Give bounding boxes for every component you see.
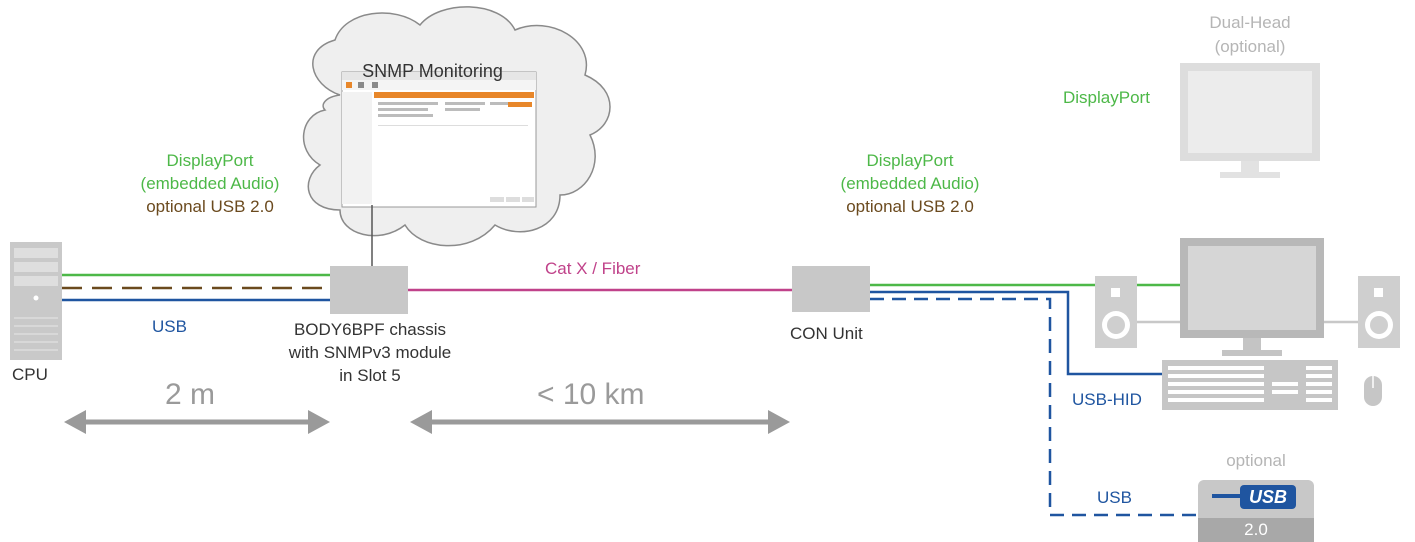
right-usb-label: USB — [1097, 488, 1132, 507]
distance-left-label: 2 m — [165, 378, 216, 411]
right-speaker — [1358, 276, 1400, 348]
usb-hid-label: USB-HID — [1072, 390, 1142, 409]
main-monitor — [1180, 238, 1324, 356]
usb-device-caption: optional — [1226, 451, 1286, 470]
left-usb-label: USB — [152, 317, 187, 336]
usb-hid-cable — [870, 290, 1162, 376]
distance-arrow-right — [410, 410, 790, 434]
chassis-label-line3: in Slot 5 — [339, 366, 401, 385]
cable-label: Cat X / Fiber — [545, 259, 641, 278]
right-usb-optional-label: optional USB 2.0 — [846, 197, 974, 216]
con-unit-label: CON Unit — [790, 324, 863, 343]
left-audio-label: (embedded Audio) — [140, 174, 280, 193]
chassis-label-line2: with SNMPv3 module — [288, 343, 452, 362]
chassis-label-line1: BODY6BPF chassis — [293, 320, 447, 339]
left-usb-optional-label: optional USB 2.0 — [146, 197, 274, 216]
usb-version-label: 2.0 — [1244, 520, 1268, 539]
right-audio-label: (embedded Audio) — [840, 174, 980, 193]
left-displayport-label: DisplayPort — [166, 151, 254, 170]
dual-head-label-line1: Dual-Head — [1209, 13, 1291, 32]
dual-head-displayport-label: DisplayPort — [1063, 88, 1150, 107]
distance-right-label: < 10 km — [537, 378, 645, 411]
left-speaker — [1095, 276, 1137, 348]
usb-logo-text: USB — [1248, 487, 1287, 507]
dual-head-label-line2: (optional) — [1214, 37, 1286, 56]
right-displayport-label: DisplayPort — [866, 151, 954, 170]
cpu-label: CPU — [12, 365, 48, 384]
chassis-box — [330, 266, 408, 314]
keyboard — [1162, 360, 1338, 410]
cpu-tower — [10, 242, 62, 360]
distance-arrow-left — [64, 410, 330, 434]
snmp-software-screenshot — [341, 71, 537, 208]
usb-dashed-cable-right — [870, 297, 1200, 517]
cloud-title: SNMP Monitoring — [362, 61, 503, 81]
dual-head-monitor — [1180, 63, 1320, 178]
con-unit-box — [792, 266, 870, 312]
usb-device — [1198, 480, 1314, 542]
mouse — [1364, 376, 1382, 406]
